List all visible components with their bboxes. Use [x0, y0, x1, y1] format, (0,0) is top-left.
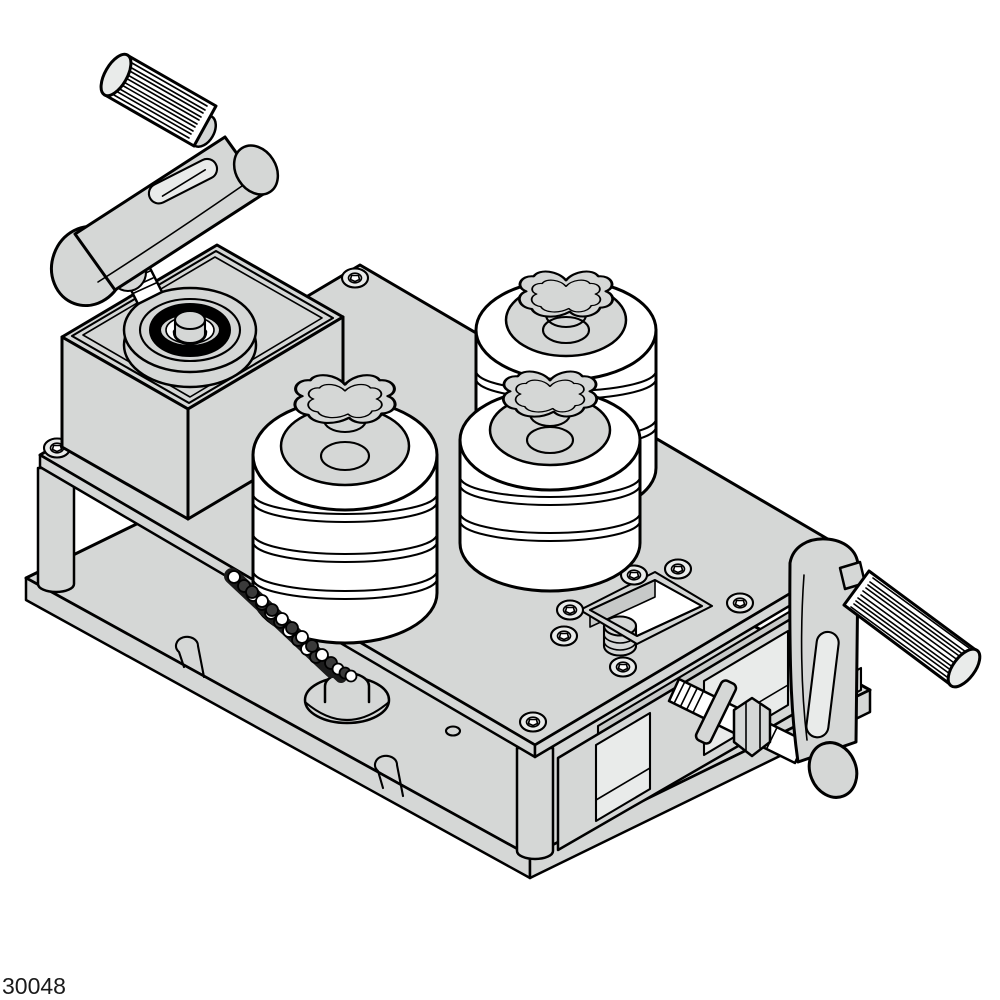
crank-right-arm-contour — [800, 574, 808, 741]
gearbox-recess-inner — [82, 256, 323, 398]
crank-handle-right — [788, 537, 982, 799]
roller-middle-ridges — [251, 492, 439, 601]
screw-top-corner — [340, 267, 370, 289]
screw-cutout-w1 — [555, 599, 585, 621]
mounting-slot-2 — [373, 754, 405, 798]
frame-window-1 — [594, 711, 652, 823]
top-plate-cutout — [578, 570, 714, 657]
sprocket-base-edge — [303, 700, 391, 721]
support-columns — [36, 466, 555, 861]
gearbox-with-bearing — [60, 243, 345, 521]
chain-rollers — [227, 570, 358, 683]
screw-cutout-s — [608, 656, 638, 678]
adjusting-screw-nut — [732, 696, 772, 758]
crank-right-knurled-grip — [842, 569, 982, 689]
bearing — [122, 286, 258, 389]
crank-right-knurling — [850, 577, 970, 678]
column-front — [515, 746, 555, 861]
crank-left-boss — [232, 144, 280, 196]
crank-left-knurled-grip — [99, 52, 218, 148]
screw-cutout-e — [725, 592, 755, 614]
guide-roller-stack-middle — [251, 373, 439, 645]
crank-left-grip-end — [99, 52, 133, 98]
bearing-seal-ring — [149, 303, 231, 357]
crank-left-arm-slot — [147, 157, 219, 205]
mounting-slot-1 — [174, 635, 206, 679]
adjusting-screw-washer — [694, 679, 738, 745]
gearbox-recess-outer — [70, 249, 335, 405]
crank-right-foot — [807, 741, 859, 799]
crank-handle-left — [50, 52, 280, 308]
crank-right-arm-slot — [805, 630, 840, 739]
screw-cutout-n2 — [663, 558, 693, 580]
frame-window-1-edge — [595, 767, 651, 801]
crank-left-arm-contour — [97, 185, 243, 283]
crank-right-grip-end — [946, 647, 982, 689]
figure-number: 30048 — [2, 973, 66, 999]
screw-front-corner — [518, 711, 548, 733]
screw-cutout-w2 — [549, 625, 579, 647]
crank-left-knurling — [113, 62, 208, 139]
adjusting-screw-assembly — [667, 677, 807, 765]
drive-chain-assembly — [224, 568, 391, 725]
guide-roller-stack-front — [458, 370, 642, 593]
roller-front-ridges — [458, 475, 642, 543]
base-plate-hole — [444, 725, 462, 737]
column-left — [36, 466, 76, 594]
